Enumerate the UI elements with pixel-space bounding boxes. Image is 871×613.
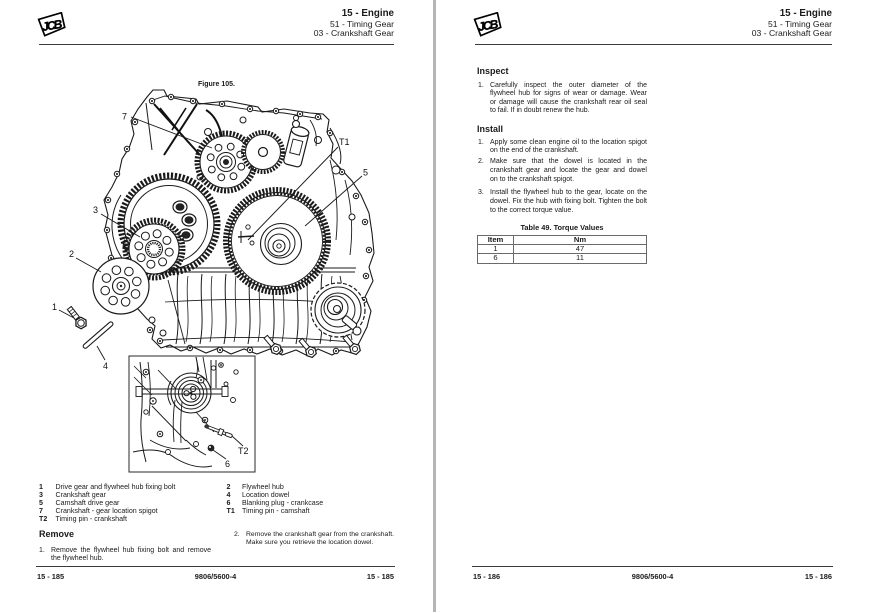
- svg-text:4: 4: [103, 361, 108, 371]
- svg-text:3: 3: [93, 205, 98, 215]
- svg-text:1: 1: [52, 302, 57, 312]
- svg-text:JCB: JCB: [477, 17, 500, 34]
- svg-text:T2: T2: [238, 446, 249, 456]
- svg-text:T1: T1: [339, 137, 350, 147]
- svg-text:JCB: JCB: [41, 17, 64, 34]
- svg-text:5: 5: [363, 168, 368, 178]
- svg-text:6: 6: [225, 459, 230, 469]
- svg-text:7: 7: [122, 112, 127, 122]
- svg-text:2: 2: [69, 249, 74, 259]
